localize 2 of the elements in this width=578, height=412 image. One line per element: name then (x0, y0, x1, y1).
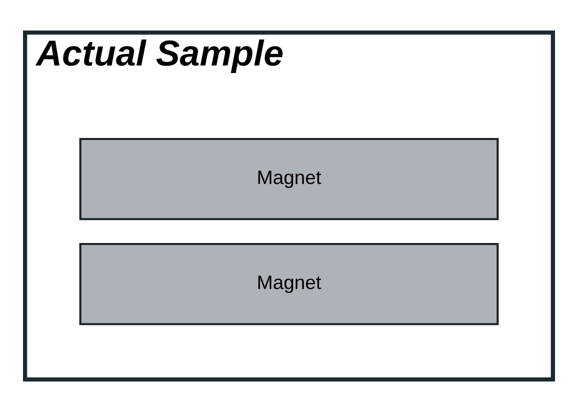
node-box: Magnet (79, 242, 499, 326)
node-box: Magnet (79, 138, 499, 220)
